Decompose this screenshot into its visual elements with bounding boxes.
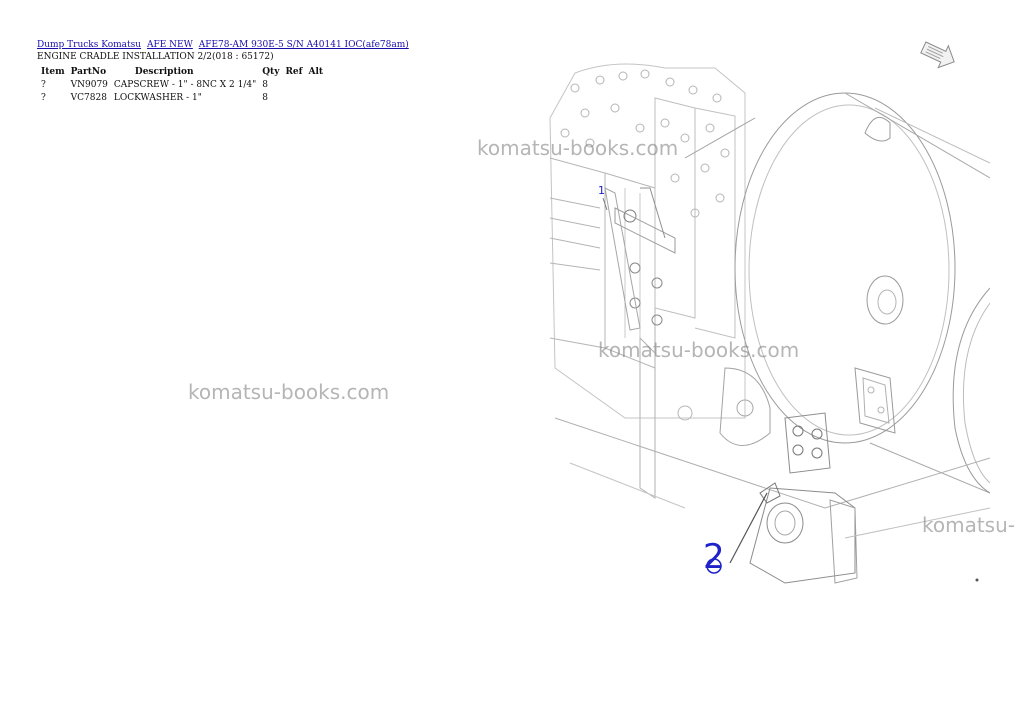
cell-qty: 8 bbox=[262, 93, 268, 103]
callout-leader-2 bbox=[729, 492, 768, 564]
callout-label-2[interactable]: 2 bbox=[703, 537, 725, 577]
cell-ref bbox=[282, 79, 305, 92]
cell-alt bbox=[306, 92, 327, 105]
cell-alt bbox=[306, 79, 327, 92]
column-header-qty: Qty bbox=[262, 67, 280, 77]
breadcrumb-link-afe-new[interactable]: AFE NEW bbox=[146, 40, 193, 50]
watermark: komatsu-books.com bbox=[188, 380, 390, 404]
column-header-partno: PartNo bbox=[70, 67, 107, 77]
cell-description: CAPSCREW - 1" - 8NC X 2 1/4" bbox=[113, 80, 257, 90]
dot-marker bbox=[975, 578, 979, 582]
table-row: ? VC7828 LOCKWASHER - 1" 8 bbox=[38, 92, 326, 105]
table-row: ? VN9079 CAPSCREW - 1" - 8NC X 2 1/4" 8 bbox=[38, 79, 326, 92]
page-title: ENGINE CRADLE INSTALLATION 2/2(018 : 651… bbox=[37, 52, 274, 62]
column-header-alt: Alt bbox=[308, 67, 324, 77]
parts-diagram: 1 2 bbox=[549, 41, 990, 584]
cell-qty: 8 bbox=[262, 80, 268, 90]
column-header-ref: Ref bbox=[285, 67, 303, 77]
breadcrumb: Dump Trucks Komatsu AFE NEW AFE78-AM 930… bbox=[37, 40, 412, 51]
engine-block bbox=[549, 63, 756, 419]
cell-partno: VC7828 bbox=[70, 93, 107, 103]
cell-description: LOCKWASHER - 1" bbox=[113, 93, 202, 103]
breadcrumb-link-model[interactable]: AFE78-AM 930E-5 S/N A40141 IOC(afe78am) bbox=[198, 40, 409, 50]
cell-item: ? bbox=[41, 93, 46, 103]
column-header-description: Description bbox=[134, 67, 194, 77]
cell-partno: VN9079 bbox=[70, 80, 108, 90]
direction-arrow-icon bbox=[920, 41, 955, 69]
parts-table: Item PartNo Description Qty Ref Alt ? VN… bbox=[38, 66, 326, 105]
callout-label-1[interactable]: 1 bbox=[598, 184, 605, 197]
column-header-item: Item bbox=[41, 67, 65, 77]
breadcrumb-link-dump-trucks[interactable]: Dump Trucks Komatsu bbox=[37, 40, 142, 50]
callout-marker-2 bbox=[706, 558, 722, 574]
cell-item: ? bbox=[41, 80, 46, 90]
flywheel-housing bbox=[734, 92, 990, 494]
cell-ref bbox=[282, 92, 305, 105]
engine-cradle-frame bbox=[554, 336, 990, 584]
table-header-row: Item PartNo Description Qty Ref Alt bbox=[38, 66, 326, 79]
callout-leader-1 bbox=[602, 197, 608, 211]
